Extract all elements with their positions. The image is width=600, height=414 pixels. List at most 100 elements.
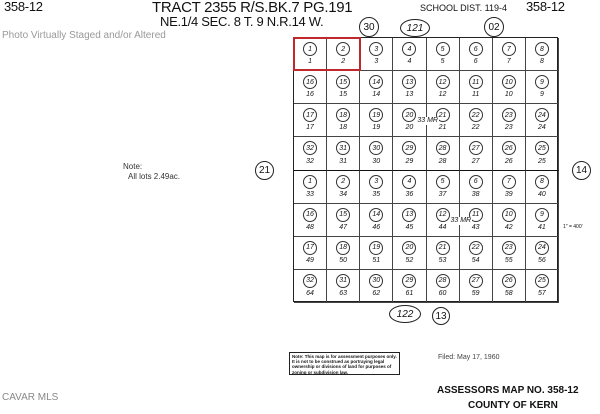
lot-number: 27 bbox=[471, 157, 480, 165]
lot-number: 11 bbox=[472, 91, 480, 99]
plot-number: 12 bbox=[435, 75, 450, 90]
lot-number: 46 bbox=[372, 223, 381, 231]
plot-number: 32 bbox=[303, 141, 318, 156]
plot-number: 11 bbox=[468, 207, 483, 222]
lot-number: 58 bbox=[504, 290, 513, 297]
plot-number: 7 bbox=[501, 174, 516, 189]
plot-number: 14 bbox=[369, 75, 384, 90]
lot-number: 26 bbox=[504, 157, 513, 165]
lot-number: 47 bbox=[339, 223, 348, 231]
plot-number: 22 bbox=[468, 240, 483, 255]
lot-number: 61 bbox=[405, 290, 414, 297]
lot-number: 30 bbox=[372, 157, 381, 165]
adjacent-parcel-121: 121 bbox=[400, 19, 430, 37]
lot-number: 36 bbox=[405, 190, 414, 198]
plot-number: 6 bbox=[468, 42, 483, 56]
lot-number: 44 bbox=[438, 223, 447, 231]
lot-number: 29 bbox=[405, 157, 414, 165]
map-reference-label: 33 MR bbox=[449, 216, 473, 225]
map-title-line1: TRACT 2355 R/S.BK.7 PG.191 bbox=[152, 0, 353, 16]
lot-number: 7 bbox=[506, 58, 511, 66]
lot-number: 50 bbox=[339, 256, 348, 264]
plot-number: 14 bbox=[369, 207, 384, 222]
lot-number: 6 bbox=[473, 58, 478, 66]
lot-number: 4 bbox=[407, 58, 412, 66]
lot-number: 60 bbox=[438, 290, 447, 297]
lot-number: 18 bbox=[339, 124, 348, 132]
plot-number: 4 bbox=[402, 174, 417, 189]
watermark-text: Photo Virtually Staged and/or Altered bbox=[2, 30, 166, 41]
plot-number: 30 bbox=[369, 141, 384, 156]
plot-number: 17 bbox=[303, 108, 318, 123]
lot-number: 54 bbox=[471, 256, 480, 264]
plot-number: 29 bbox=[402, 141, 417, 156]
map-number-right: 358-12 bbox=[526, 0, 565, 14]
plot-number: 26 bbox=[501, 141, 516, 156]
plot-number: 25 bbox=[534, 141, 549, 156]
school-district: SCHOOL DIST. 119-4 bbox=[420, 3, 508, 13]
plot-number: 28 bbox=[435, 141, 450, 156]
